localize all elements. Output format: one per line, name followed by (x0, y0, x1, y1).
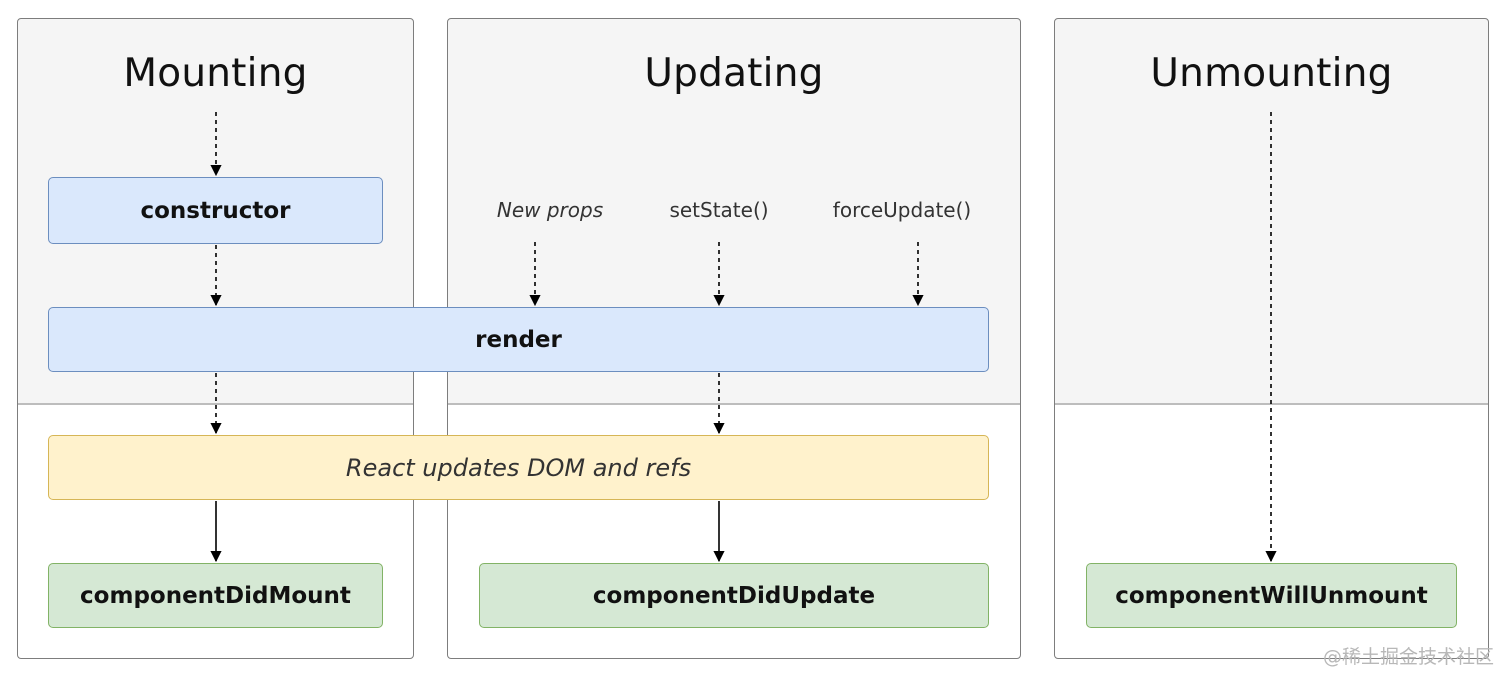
dom-update-label: React updates DOM and refs (345, 453, 692, 482)
render-box: render (48, 307, 989, 372)
constructor-label: constructor (140, 197, 291, 224)
trigger-new-props: New props (496, 198, 604, 222)
component-will-unmount-label: componentWillUnmount (1115, 582, 1428, 609)
component-did-update-label: componentDidUpdate (592, 582, 876, 609)
trigger-set-state: setState() (669, 198, 769, 222)
mounting-title: Mounting (123, 51, 308, 96)
component-did-mount-label: componentDidMount (80, 582, 351, 609)
component-did-mount-box: componentDidMount (48, 563, 383, 628)
dom-update-box: React updates DOM and refs (48, 435, 989, 500)
component-did-update-box: componentDidUpdate (479, 563, 989, 628)
unmounting-title: Unmounting (1150, 51, 1393, 96)
component-will-unmount-box: componentWillUnmount (1086, 563, 1457, 628)
render-label: render (475, 326, 562, 353)
updating-title: Updating (644, 51, 824, 96)
constructor-box: constructor (48, 177, 383, 244)
watermark: @稀土掘金技术社区 (1322, 646, 1494, 668)
trigger-force-update: forceUpdate() (832, 198, 972, 222)
